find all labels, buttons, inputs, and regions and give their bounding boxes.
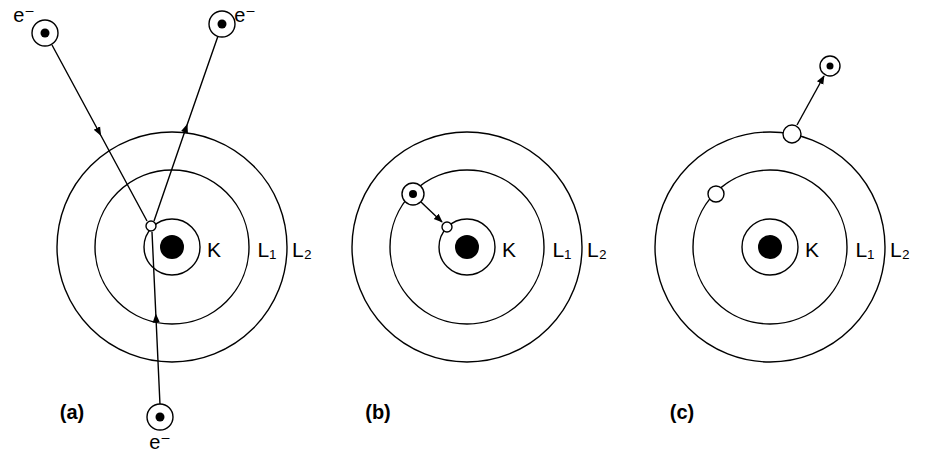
electron-label: e⁻: [13, 4, 35, 26]
vacancy: [708, 186, 724, 202]
shell-label: L₁: [553, 238, 572, 261]
nucleus: [758, 235, 782, 259]
shell-label: K: [502, 238, 516, 261]
shell-label: L₂: [292, 238, 312, 261]
panel-label: (b): [365, 401, 391, 423]
transition-arrow: [421, 202, 442, 222]
shell-ring: [57, 132, 287, 362]
shell-label: L₂: [890, 238, 910, 261]
shell-label: K: [207, 238, 221, 261]
electron: [209, 11, 235, 37]
electron: [147, 404, 173, 430]
electron: [402, 183, 424, 205]
electron-dot: [218, 20, 227, 29]
panel-label: (a): [60, 401, 84, 423]
shell-label: L₁: [258, 238, 277, 261]
electron-dot: [41, 29, 50, 38]
panel-label: (c): [670, 401, 694, 423]
shell-label: K: [805, 238, 819, 261]
electron-label: e⁻: [234, 4, 256, 26]
electron: [820, 56, 840, 76]
shell-label: L₁: [856, 238, 875, 261]
shell-ring: [352, 132, 582, 362]
shell-ring: [439, 219, 495, 275]
nucleus: [455, 235, 479, 259]
vacancy: [442, 222, 452, 232]
shell-ring: [390, 170, 544, 324]
electron-dot: [156, 413, 165, 422]
shell-ring: [693, 170, 847, 324]
shell-label: L₂: [587, 238, 607, 261]
vacancy: [783, 125, 801, 143]
electron-path: [52, 45, 147, 221]
ejection-arrow: [797, 76, 824, 125]
electron-dot: [827, 63, 834, 70]
electron-path: [152, 232, 160, 405]
electron-label: e⁻: [149, 431, 171, 453]
nucleus: [160, 235, 184, 259]
electron-dot: [409, 190, 417, 198]
shell-ring: [655, 132, 885, 362]
electron: [32, 20, 58, 46]
shell-ring: [95, 170, 249, 324]
vacancy: [146, 221, 156, 231]
shell-ring: [742, 219, 798, 275]
electron-path: [154, 36, 218, 221]
